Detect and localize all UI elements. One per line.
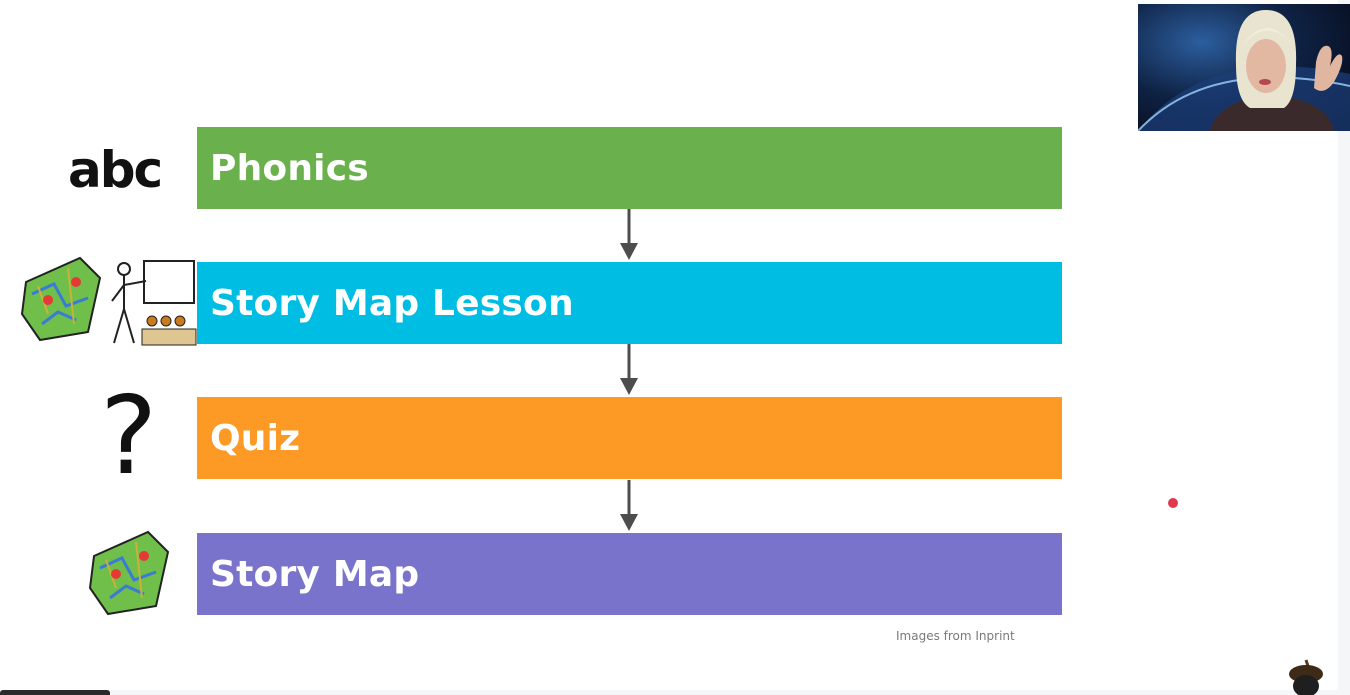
down-arrow-icon [620,344,638,395]
step-label: Phonics [210,147,369,189]
laser-pointer-dot [1168,498,1178,508]
taskbar-strip [0,690,110,695]
acorn-icon [1289,659,1323,695]
down-arrow-icon [620,209,638,260]
map-icon [88,530,170,616]
map-icon [20,256,102,342]
step-label: Quiz [210,417,301,459]
abc-letters-icon: abc [68,141,163,199]
teacher-icon [111,260,197,346]
step-label: Story Map Lesson [210,282,574,324]
step-story-map-lesson: Story Map Lesson [197,262,1062,344]
step-phonics: Phonics [197,127,1062,209]
presenter-webcam-icon [1138,4,1350,131]
step-story-map: Story Map [197,533,1062,615]
step-quiz: Quiz [197,397,1062,479]
image-credit: Images from Inprint [896,629,1015,643]
question-mark-icon: ? [100,374,158,499]
down-arrow-icon [620,480,638,531]
step-label: Story Map [210,553,420,595]
